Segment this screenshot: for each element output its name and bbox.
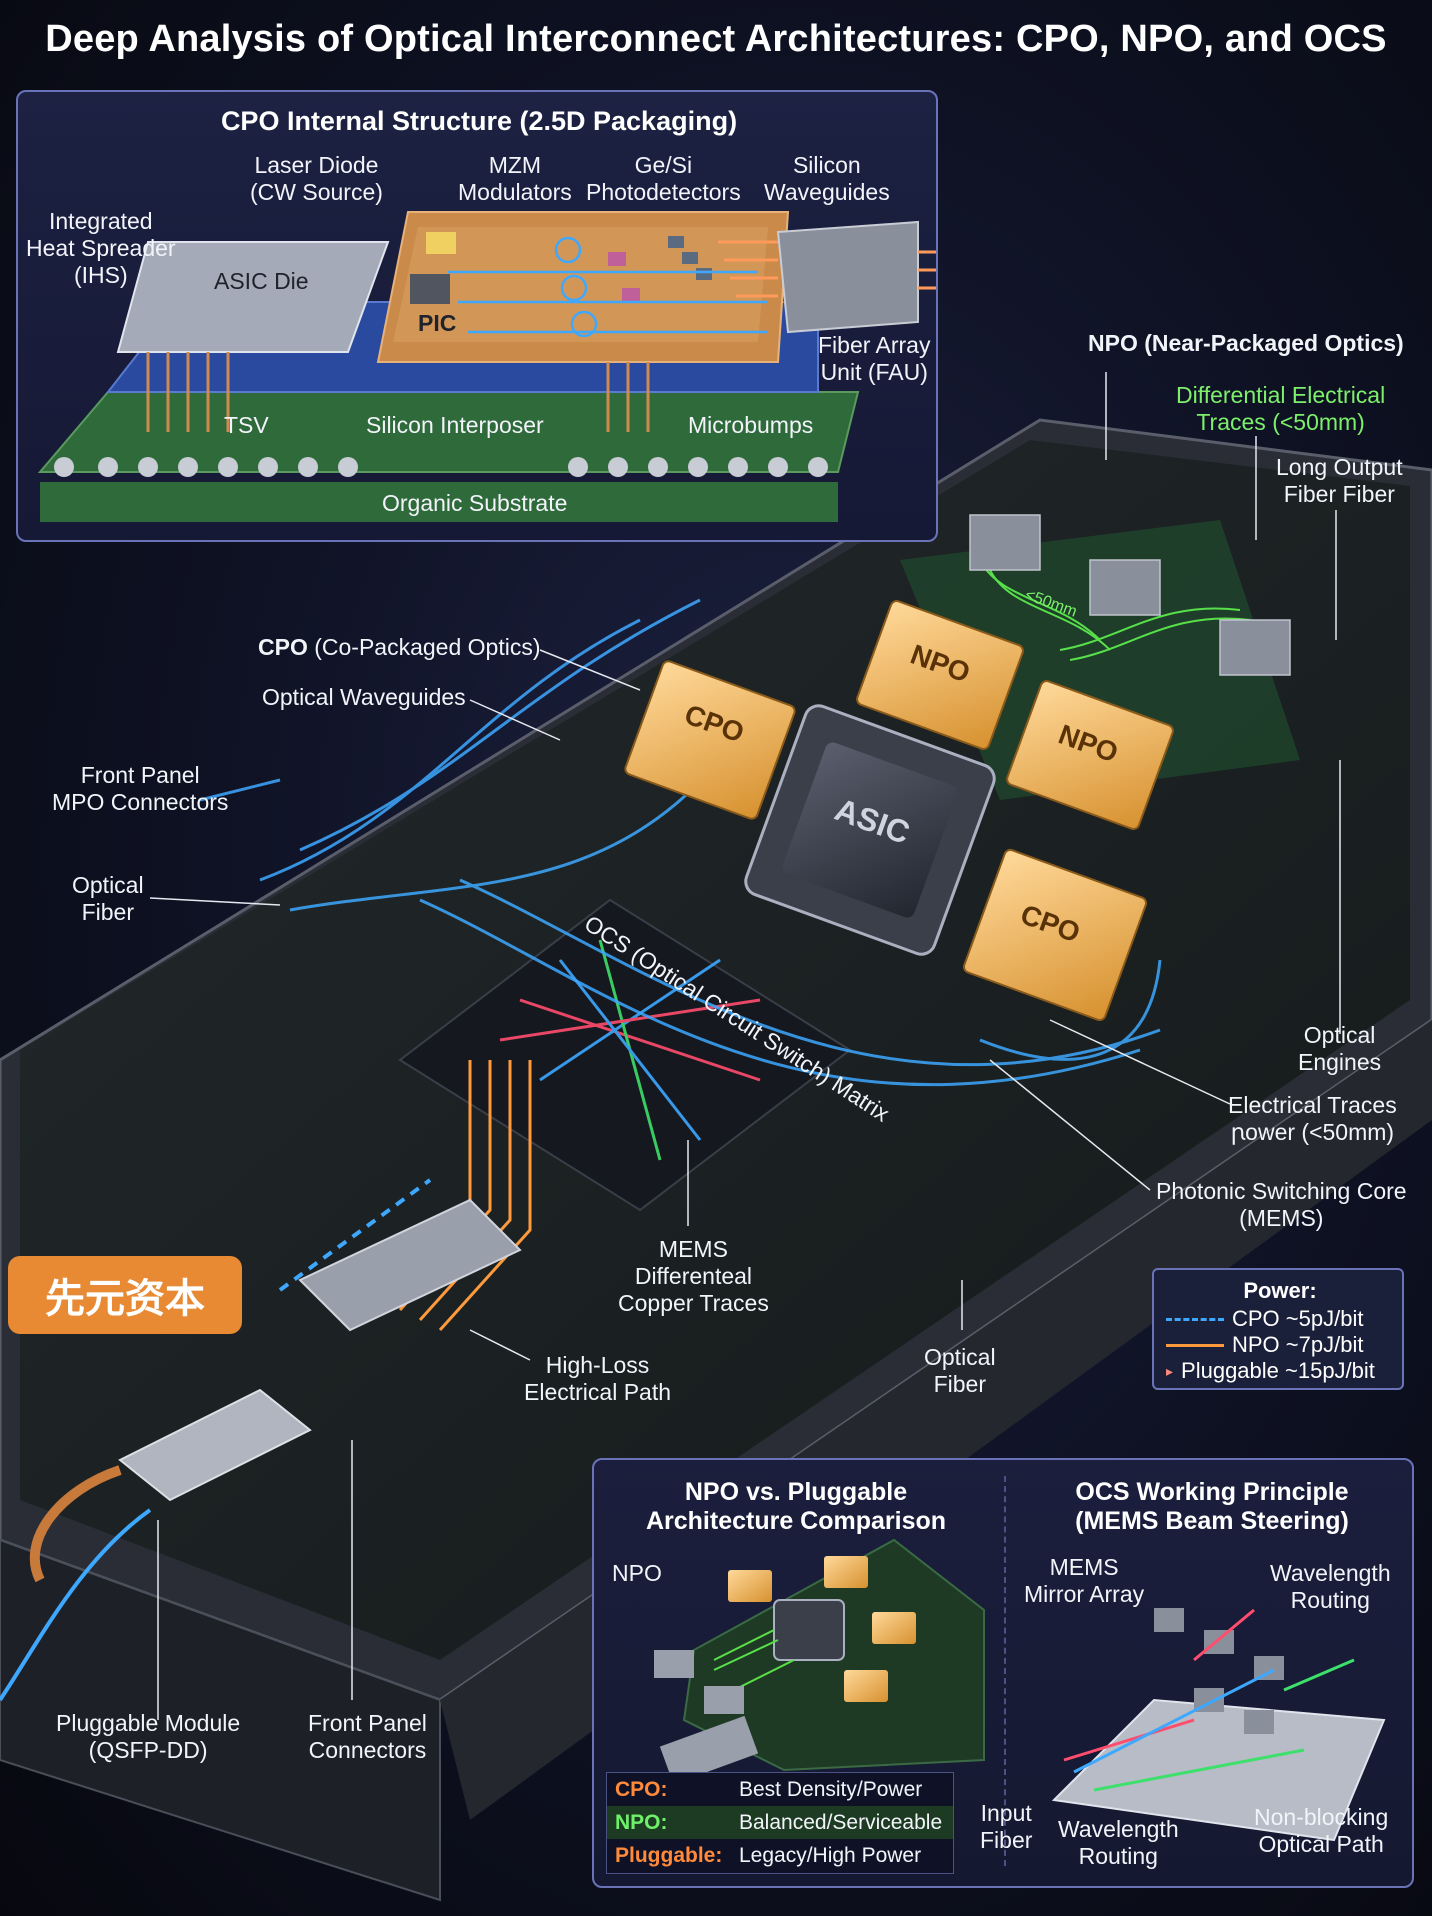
- table-row: Pluggable:Legacy/High Power: [607, 1839, 953, 1872]
- cpo-board-label: CPO (Co-Packaged Optics): [258, 634, 540, 661]
- power-header: Power:: [1154, 1278, 1406, 1304]
- table-row: NPO:Balanced/Serviceable: [607, 1806, 953, 1839]
- substrate-label: Organic Substrate: [382, 490, 567, 517]
- microbumps-label: Microbumps: [688, 412, 813, 439]
- power-row-pluggable: ▸ Pluggable ~15pJ/bit: [1166, 1358, 1375, 1384]
- brand-badge: 先元资本: [8, 1256, 242, 1334]
- pluggable-arrow-icon: ▸: [1166, 1363, 1173, 1380]
- asic-die-label: ASIC Die: [214, 268, 309, 295]
- optical-waveguides-label: Optical Waveguides: [262, 684, 466, 711]
- pic-label: PIC: [418, 310, 456, 337]
- pluggable-module-label: Pluggable Module(QSFP-DD): [56, 1710, 240, 1764]
- laser-diode-label: Laser Diode(CW Source): [250, 152, 383, 206]
- comparison-table: CPO:Best Density/Power NPO:Balanced/Serv…: [606, 1772, 954, 1874]
- npo-line-swatch: [1166, 1344, 1224, 1347]
- power-row-cpo: CPO ~5pJ/bit: [1166, 1306, 1363, 1332]
- npo-mini-label: NPO: [612, 1560, 662, 1587]
- power-legend: Power: CPO ~5pJ/bit NPO ~7pJ/bit ▸ Plugg…: [1152, 1268, 1404, 1390]
- cpo-dash-swatch: [1166, 1318, 1224, 1321]
- power-row-npo: NPO ~7pJ/bit: [1166, 1332, 1363, 1358]
- interposer-label: Silicon Interposer: [366, 412, 544, 439]
- photonic-core-label: Photonic Switching Core(MEMS): [1156, 1178, 1407, 1232]
- table-row: CPO:Best Density/Power: [607, 1773, 953, 1806]
- cpo-inset: CPO Internal Structure (2.5D Packaging): [16, 90, 938, 542]
- npo-header-label: NPO (Near-Packaged Optics): [1088, 330, 1404, 357]
- tsv-label: TSV: [224, 412, 269, 439]
